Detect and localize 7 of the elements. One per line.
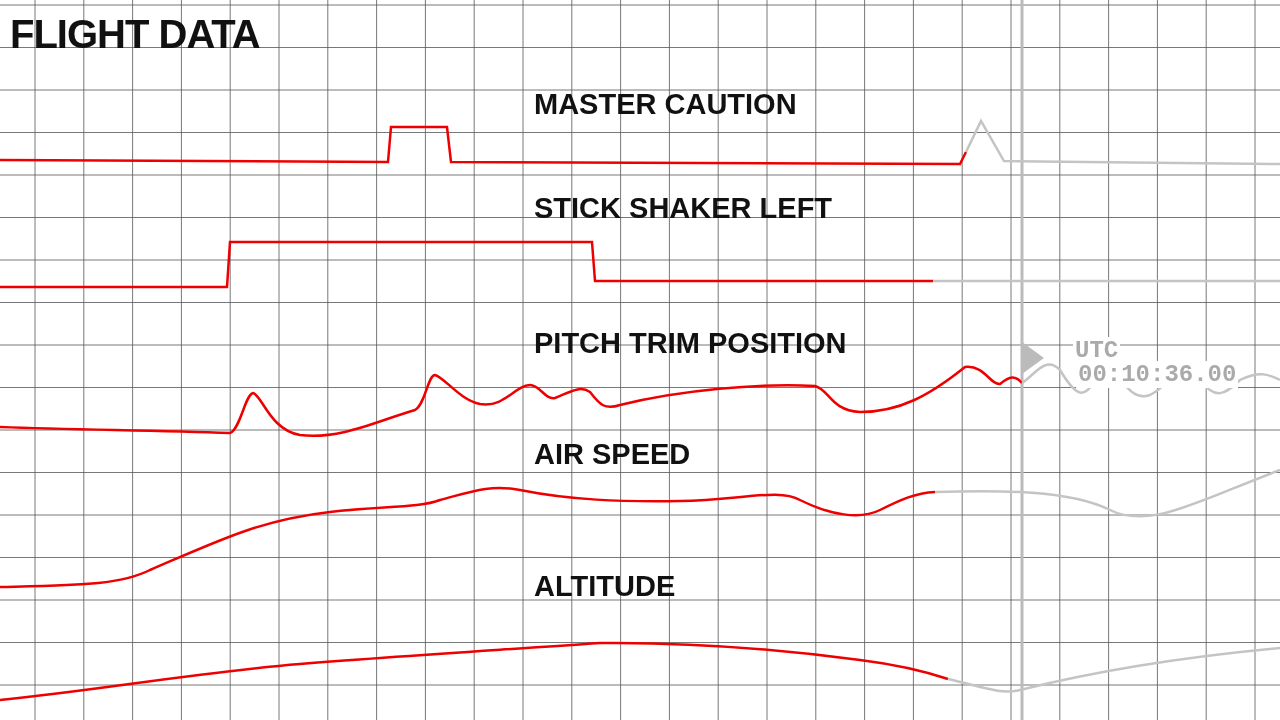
- page-title: FLIGHT DATA: [10, 12, 260, 57]
- timestamp-label: 00:10:36.00: [1076, 361, 1239, 388]
- trace-label: STICK SHAKER LEFT: [534, 192, 833, 225]
- trace-label: MASTER CAUTION: [534, 88, 797, 121]
- trace-label: PITCH TRIM POSITION: [534, 327, 847, 360]
- trace-label: AIR SPEED: [534, 438, 691, 471]
- trace-label: ALTITUDE: [534, 570, 676, 603]
